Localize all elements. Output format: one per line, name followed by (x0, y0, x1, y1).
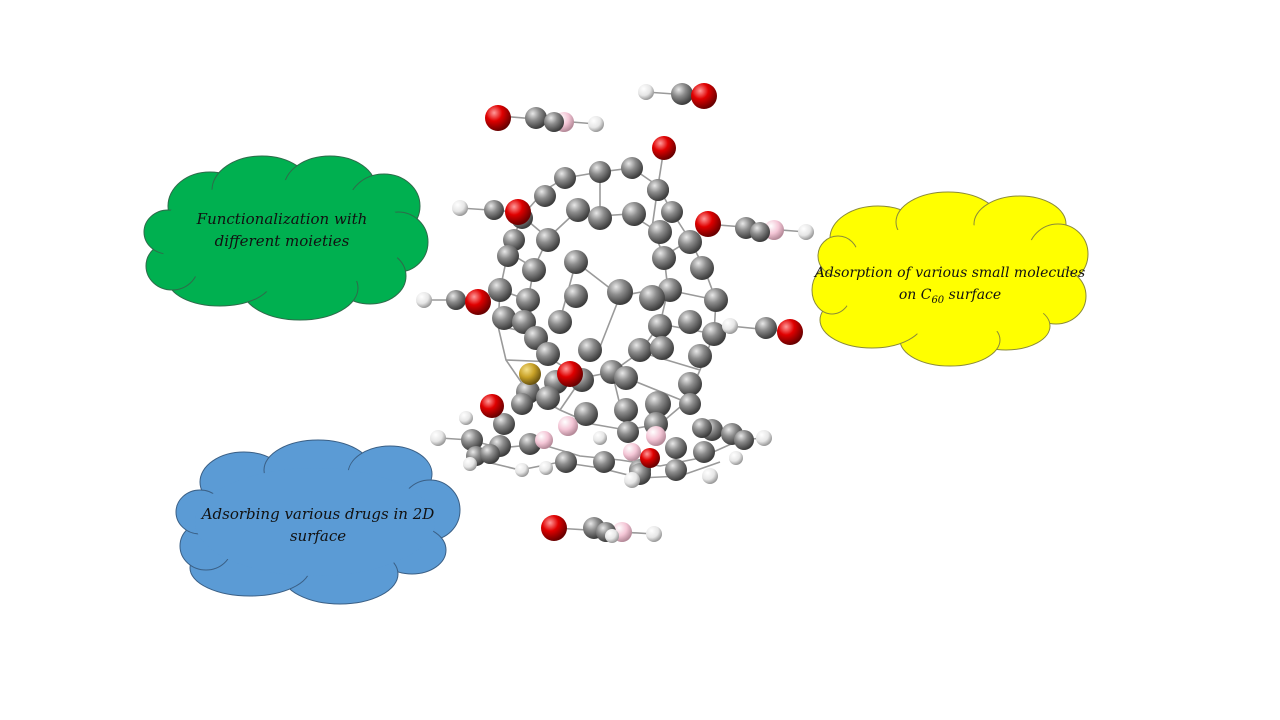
cloud-blue-line2: surface (289, 527, 347, 545)
cloud-green-line1: Functionalization with (196, 210, 368, 228)
molecule-structure (416, 83, 814, 543)
cloud-blue-line1: Adsorbing various drugs in 2D (201, 505, 435, 523)
cloud-yellow (811, 191, 1089, 367)
cloud-green (143, 155, 429, 321)
cloud-yellow-subscript: 60 (931, 294, 945, 306)
cloud-blue (175, 439, 461, 605)
cloud-green-label: Functionalization with different moietie… (182, 208, 382, 252)
cloud-yellow-line2-suffix: surface (944, 287, 1002, 303)
cloud-blue-label: Adsorbing various drugs in 2D surface (200, 503, 436, 547)
cloud-yellow-line2-prefix: on C (898, 287, 932, 303)
cloud-yellow-line2: on C60 surface (812, 284, 1088, 312)
cloud-yellow-line1: Adsorption of various small molecules (814, 265, 1086, 281)
cloud-yellow-label: Adsorption of various small molecules on… (812, 262, 1088, 312)
cloud-green-line2: different moieties (214, 232, 350, 250)
atoms (416, 83, 814, 543)
